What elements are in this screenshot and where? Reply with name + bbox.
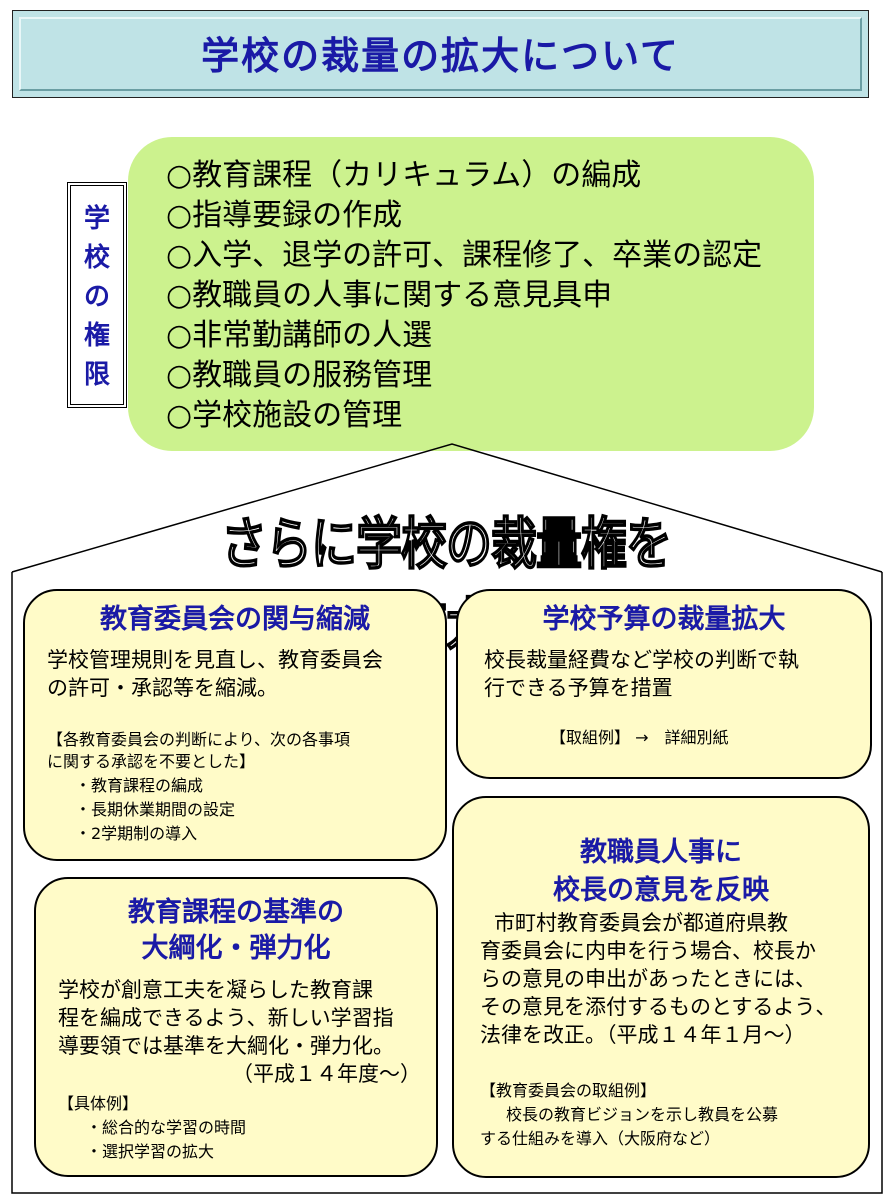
authority-item: ○非常勤講師の人選 xyxy=(166,318,433,353)
card-title: 教育課程の基準の 大綱化・弾力化 xyxy=(128,897,344,964)
card-title: 教職員人事に 校長の意見を反映 xyxy=(553,837,769,906)
school-authority-box: ○教育課程（カリキュラム）の編成 ○指導要録の作成 ○入学、退学の許可、課程修了… xyxy=(128,137,814,451)
card-body-line: 校長裁量経費など学校の判断で執 xyxy=(484,648,799,672)
card-example-label: 【教育委員会の取組例】 xyxy=(480,1081,657,1100)
authority-label-box: 学 校 の 権 限 xyxy=(67,182,127,408)
authority-item: ○教職員の服務管理 xyxy=(166,358,433,393)
card-note-line: 【各教育委員会の判断により、次の各事項 xyxy=(47,730,351,749)
card-body-line: 学校管理規則を見直し、教育委員会 xyxy=(47,648,383,672)
card-body-line: その意見を添付するものとするよう、 xyxy=(480,995,837,1019)
card-body-line: 導要領では基準を大綱化・弾力化。 xyxy=(58,1034,394,1058)
card-board-involvement: 教育委員会の関与縮減 学校管理規則を見直し、教育委員会 の許可・承認等を縮減。 … xyxy=(23,589,447,861)
card-title: 教育委員会の関与縮減 xyxy=(100,604,370,635)
card-body-line: 学校が創意工夫を凝らした教育課 xyxy=(58,978,373,1002)
card-example: 【取組例】 → 詳細別紙 xyxy=(550,728,729,747)
card-body-line: の許可・承認等を縮減。 xyxy=(47,676,278,700)
card-example-label: 【具体例】 xyxy=(58,1094,139,1113)
card-body-line: 法律を改正。（平成１４年１月～） xyxy=(480,1023,806,1047)
card-example-line: する仕組みを導入（大阪府など） xyxy=(480,1129,721,1148)
card-example-line: 校長の教育ビジョンを示し教員を公募 xyxy=(506,1105,779,1124)
card-school-budget: 学校予算の裁量拡大 校長裁量経費など学校の判断で執 行できる予算を措置 【取組例… xyxy=(456,589,872,779)
card-body-line: 市町村教育委員会が都道府県教 xyxy=(494,911,788,935)
card-personnel: 教職員人事に 校長の意見を反映 市町村教育委員会が都道府県教 育委員会に内申を行… xyxy=(452,796,870,1178)
card-body-line: （平成１４年度～） xyxy=(232,1062,421,1086)
house-wall-line xyxy=(11,572,883,1194)
page-title: 学校の裁量の拡大について xyxy=(201,34,680,78)
authority-item: ○学校施設の管理 xyxy=(166,398,403,433)
card-note-line: に関する承認を不要とした】 xyxy=(47,752,256,771)
card-list-item: ・長期休業期間の設定 xyxy=(75,800,236,819)
authority-item: ○教育課程（カリキュラム）の編成 xyxy=(166,158,642,193)
card-title: 学校予算の裁量拡大 xyxy=(542,604,786,635)
card-body-line: 育委員会に内申を行う場合、校長か xyxy=(480,939,816,963)
card-curriculum-standards: 教育課程の基準の 大綱化・弾力化 学校が創意工夫を凝らした教育課 程を編成できる… xyxy=(34,877,438,1177)
card-list-item: ・総合的な学習の時間 xyxy=(86,1118,247,1137)
card-body-line: 行できる予算を措置 xyxy=(484,676,673,700)
title-banner: 学校の裁量の拡大について xyxy=(12,10,869,98)
authority-item: ○教職員の人事に関する意見具申 xyxy=(166,278,613,313)
authority-label: 学 校 の 権 限 xyxy=(83,204,110,390)
card-list-item: ・2学期制の導入 xyxy=(75,824,198,843)
card-body-line: らの意見の申出があったときには、 xyxy=(480,967,816,991)
house-roof-line xyxy=(11,443,883,573)
title-bevel xyxy=(19,17,862,91)
authority-item: ○入学、退学の許可、課程修了、卒業の認定 xyxy=(166,238,763,273)
card-list-item: ・選択学習の拡大 xyxy=(86,1142,215,1161)
authority-item: ○指導要録の作成 xyxy=(166,198,403,233)
card-list-item: ・教育課程の編成 xyxy=(75,776,204,795)
card-body-line: 程を編成できるよう、新しい学習指 xyxy=(58,1006,394,1030)
